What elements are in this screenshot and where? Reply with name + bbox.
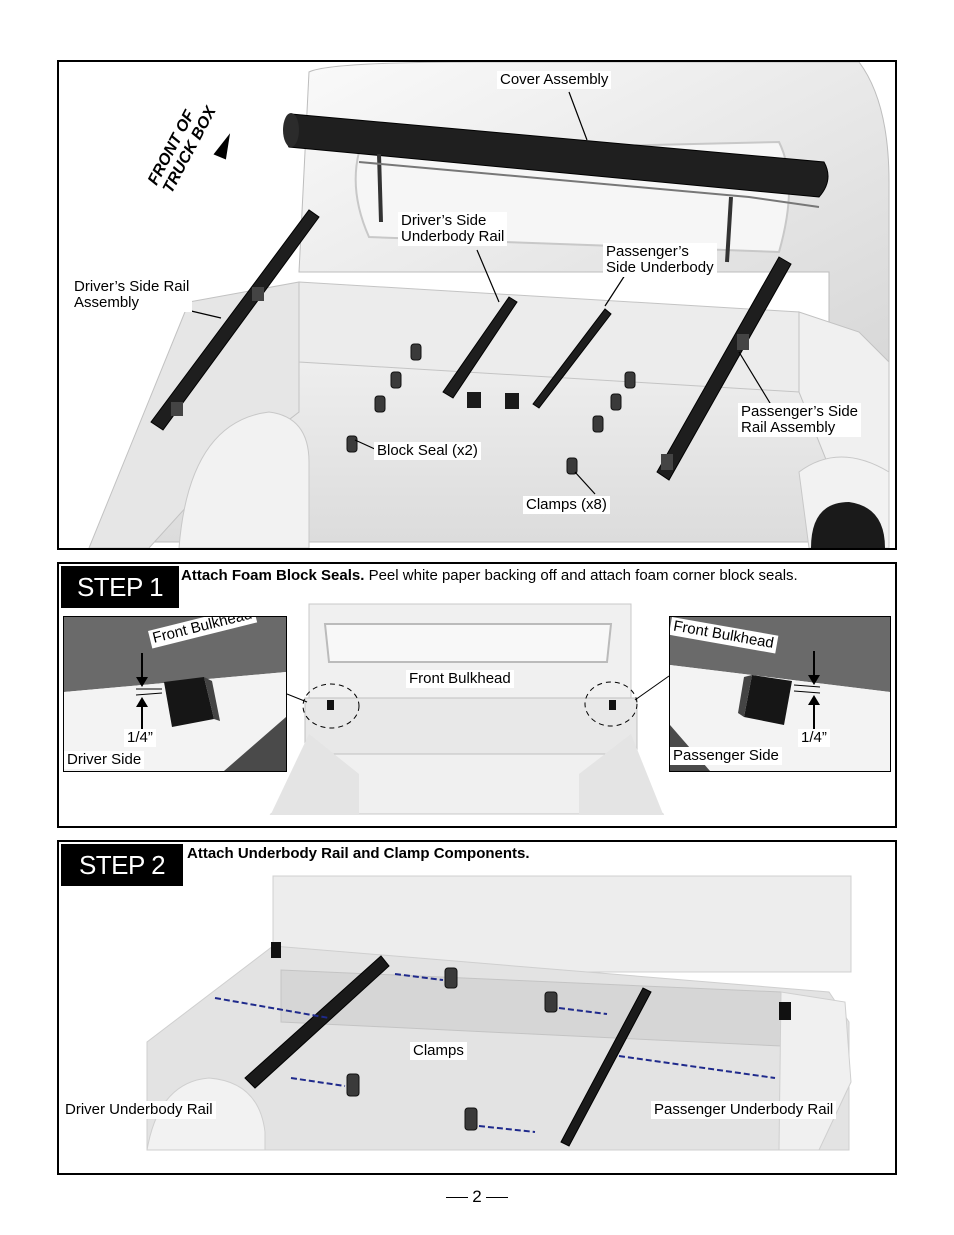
cover-assembly-label: Cover Assembly — [497, 71, 612, 89]
drivers-side-rail-assembly-label: Driver’s Side Rail Assembly — [71, 278, 193, 312]
page-number-dash-right — [485, 1197, 508, 1199]
page-number: 2 — [0, 1187, 954, 1207]
driver-side-label: Driver Side — [64, 751, 145, 769]
driver-side-inset: Front Bulkhead 1/4” Driver Side — [63, 616, 287, 772]
passenger-side-inset: Front Bulkhead 1/4” Passenger Side — [669, 616, 891, 772]
overview-diagram-panel: FRONT OF TRUCK BOX Cover Assembly Driver… — [57, 60, 897, 550]
passengers-side-underbody-label: Passenger’s Side Underbody — [603, 243, 717, 277]
passenger-side-label: Passenger Side — [670, 747, 782, 765]
step1-instruction-text: Peel white paper backing off and attach … — [364, 567, 798, 584]
step2-instruction-bold: Attach Underbody Rail and Clamp Componen… — [187, 845, 530, 862]
step2-tag: STEP 2 — [61, 844, 183, 886]
driver-side-detail-illustration — [64, 617, 286, 771]
step2-panel: STEP 2 Attach Underbody Rail and Clamp C… — [57, 840, 897, 1175]
passenger-inset-measure-label: 1/4” — [798, 729, 830, 747]
driver-underbody-rail-label: Driver Underbody Rail — [62, 1101, 216, 1119]
underbody-rail-install-illustration — [146, 875, 852, 1151]
driver-inset-measure-label: 1/4” — [124, 729, 156, 747]
step2-clamps-label: Clamps — [410, 1042, 467, 1060]
clamps-label: Clamps (x8) — [523, 496, 610, 514]
center-front-bulkhead-label: Front Bulkhead — [406, 670, 514, 688]
step2-instruction: Attach Underbody Rail and Clamp Componen… — [187, 846, 787, 862]
front-bulkhead-illustration — [269, 603, 670, 815]
block-seal-label: Block Seal (x2) — [374, 442, 481, 460]
step1-tag: STEP 1 — [61, 566, 179, 608]
passenger-underbody-rail-label: Passenger Underbody Rail — [651, 1101, 837, 1119]
step1-instruction: Attach Foam Block Seals. Peel white pape… — [181, 568, 861, 584]
passengers-side-rail-assembly-label: Passenger’s Side Rail Assembly — [738, 403, 862, 437]
page-number-dash-left — [446, 1197, 469, 1199]
truck-bed-overview-illustration — [88, 62, 890, 548]
drivers-side-underbody-rail-label: Driver’s Side Underbody Rail — [398, 212, 508, 246]
page-number-value: 2 — [472, 1187, 482, 1206]
step1-panel: STEP 1 Attach Foam Block Seals. Peel whi… — [57, 562, 897, 828]
step1-instruction-bold: Attach Foam Block Seals. — [181, 567, 365, 584]
